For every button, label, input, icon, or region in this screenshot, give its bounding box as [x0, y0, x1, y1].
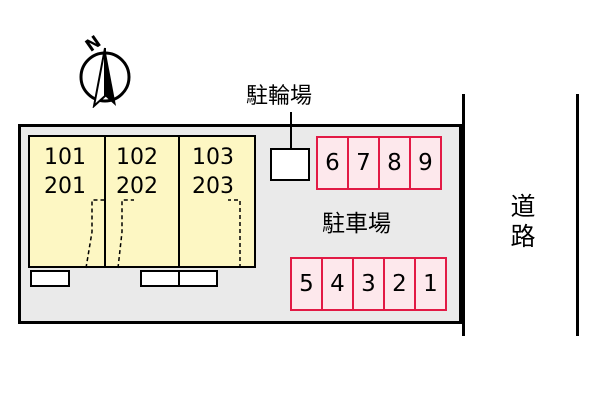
- room-202: 202: [116, 174, 158, 199]
- entrance-step-1: [30, 270, 70, 287]
- parking-space-8: 8: [378, 136, 411, 190]
- road-edge-right: [576, 94, 579, 336]
- parking-label: 駐車場: [322, 211, 391, 237]
- parking-space-5: 5: [290, 257, 323, 311]
- road-edge-left: [462, 94, 465, 336]
- parking-space-4: 4: [321, 257, 354, 311]
- room-101: 101: [44, 145, 86, 170]
- building-unit-3: [178, 135, 256, 268]
- north-arrow-icon: N: [79, 32, 131, 108]
- parking-space-6: 6: [316, 136, 349, 190]
- room-103: 103: [192, 145, 234, 170]
- parking-row-top: 6 7 8 9: [316, 136, 442, 190]
- room-201: 201: [44, 174, 86, 199]
- bike-parking-shed: [270, 148, 310, 181]
- bike-parking-leader-line: [290, 112, 292, 148]
- entrance-step-3: [178, 270, 218, 287]
- bike-parking-label: 駐輪場: [246, 84, 313, 109]
- parking-space-7: 7: [347, 136, 380, 190]
- road-label: 道 路: [508, 192, 538, 252]
- room-203: 203: [192, 174, 234, 199]
- building-unit-2: [104, 135, 180, 268]
- parking-space-2: 2: [383, 257, 416, 311]
- parking-space-9: 9: [409, 136, 442, 190]
- parking-space-3: 3: [352, 257, 385, 311]
- parking-space-1: 1: [414, 257, 447, 311]
- road-label-char-1: 道: [510, 192, 536, 221]
- road-label-char-2: 路: [510, 222, 536, 251]
- entrance-step-2: [140, 270, 180, 287]
- parking-row-bottom: 5 4 3 2 1: [290, 257, 447, 311]
- room-102: 102: [116, 145, 158, 170]
